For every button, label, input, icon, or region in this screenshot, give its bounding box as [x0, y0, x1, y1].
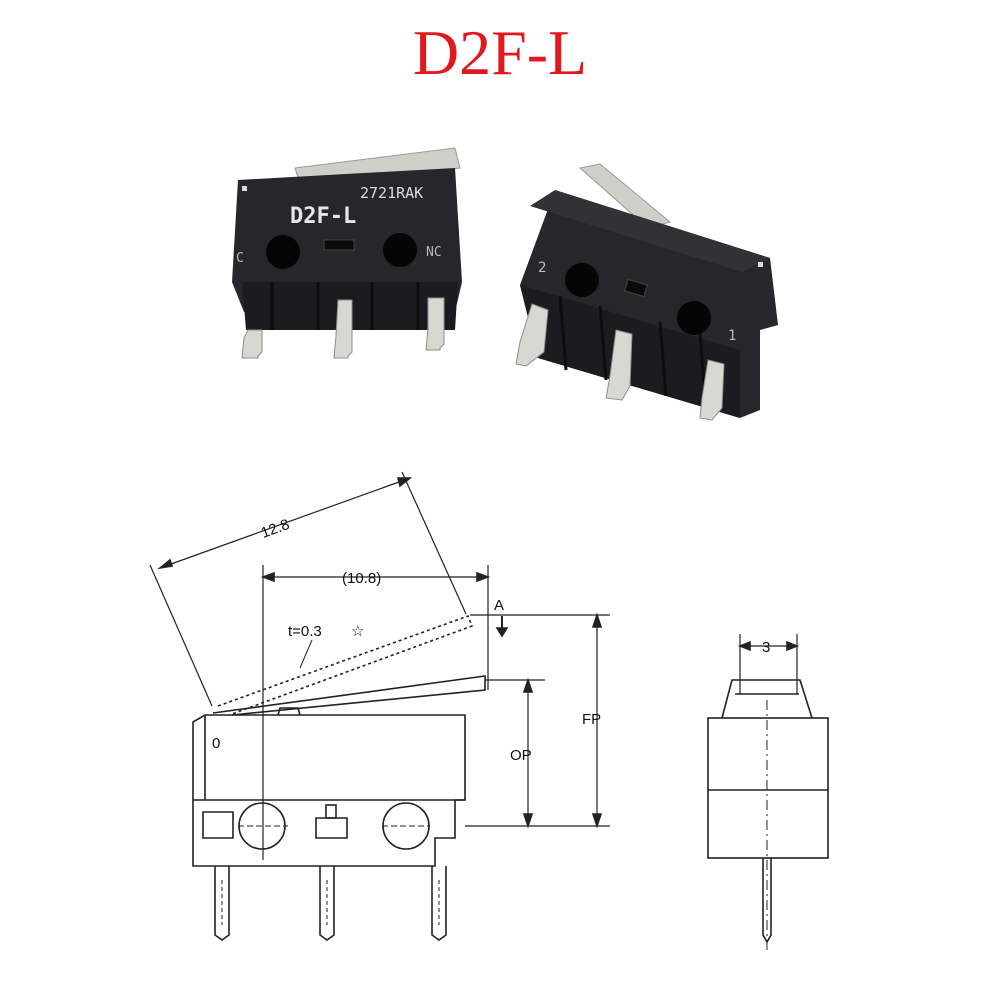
- thickness-label: t=0.3: [288, 623, 322, 640]
- end-view-body: [707, 717, 829, 859]
- model-marking: D2F-L: [290, 204, 356, 229]
- op-label: OP: [510, 747, 532, 764]
- terminal-pin: [605, 329, 633, 401]
- plunger-slot: [624, 278, 648, 298]
- terminal-pin-outline: [319, 866, 335, 941]
- terminal-pin: [425, 297, 445, 351]
- terminal-label-nc: NC: [426, 245, 442, 260]
- terminal-pin: [699, 359, 725, 421]
- mounting-hole: [383, 233, 417, 267]
- mounting-hole: [565, 263, 599, 297]
- dim-label-10-8: (10.8): [342, 570, 381, 587]
- asterisk-mark: ☆: [351, 623, 364, 640]
- lever-arm: [578, 163, 672, 229]
- plunger-slot: [323, 239, 355, 251]
- terminal-pin-outline: [214, 866, 230, 941]
- terminal-pin: [241, 329, 263, 359]
- end-view-actuator: [721, 679, 813, 719]
- switch-photo-right: 2 1: [515, 163, 778, 421]
- terminal-pin: [333, 299, 353, 359]
- free-position-marker: A: [494, 597, 504, 614]
- switch-photo-left: 2721RAK D2F-L C NC: [232, 147, 462, 359]
- switch-body-outline: [192, 714, 466, 867]
- terminal-pin-outline: [431, 866, 447, 941]
- date-code: 2721RAK: [360, 184, 423, 202]
- mounting-hole: [266, 235, 300, 269]
- terminal-label-1: 1: [728, 328, 736, 344]
- mounting-hole: [677, 301, 711, 335]
- width-label: 3: [762, 639, 770, 656]
- terminal-pin: [515, 303, 549, 367]
- plunger-outline: [277, 707, 301, 716]
- fp-label: FP: [582, 711, 601, 728]
- page-title: D2F-L: [412, 17, 588, 88]
- end-view-drawing: [707, 634, 829, 950]
- lever-free-position: [217, 614, 474, 715]
- switch-body-side: [530, 190, 770, 272]
- terminal-label-c: C: [236, 251, 244, 266]
- side-view-drawing: [149, 471, 610, 941]
- body-mark: 0: [212, 735, 220, 752]
- terminal-label-2: 2: [538, 260, 546, 276]
- dim-label-12-8: 12.8: [259, 516, 292, 542]
- dim-line-12-8: [159, 477, 411, 569]
- lever-operated: [212, 675, 486, 716]
